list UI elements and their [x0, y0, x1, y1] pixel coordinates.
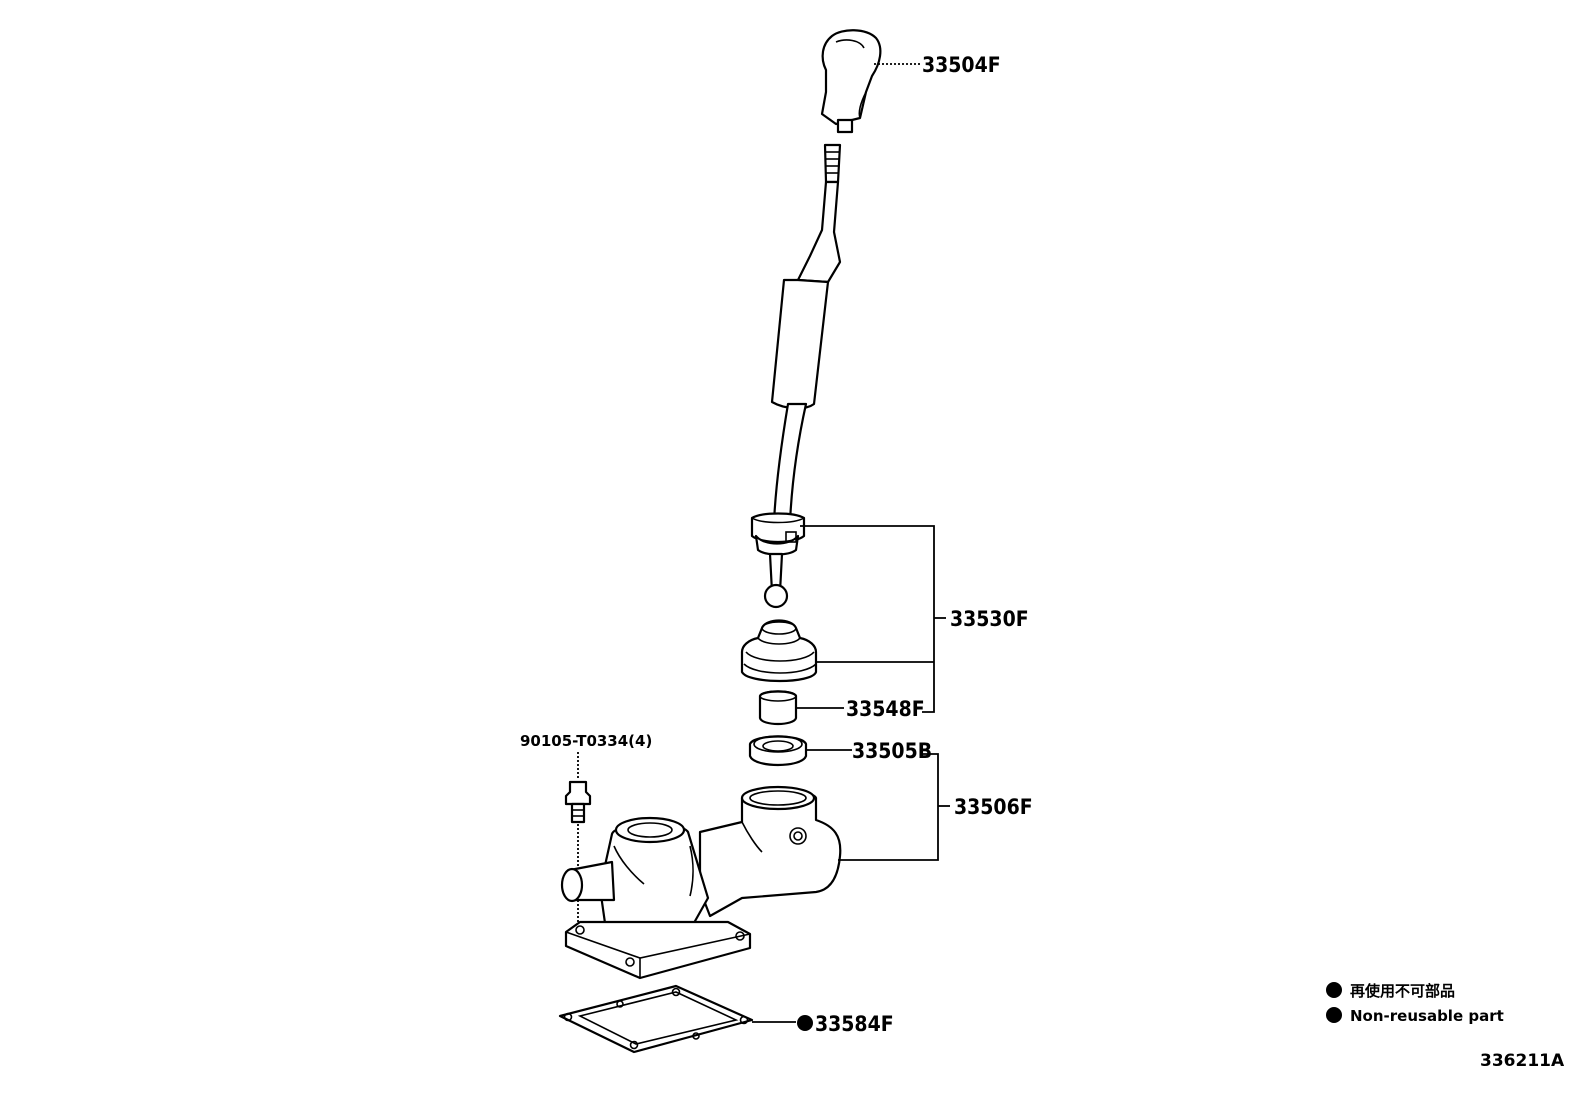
- label-lever-assy: 33530F: [950, 607, 1029, 631]
- label-bolt: 90105-T0334(4): [520, 732, 652, 750]
- legend: 再使用不可部品 Non-reusable part: [1326, 982, 1504, 1025]
- label-gasket: 33584F: [815, 1012, 894, 1036]
- bolt[interactable]: [564, 780, 592, 924]
- legend-text-jp: 再使用不可部品: [1350, 982, 1455, 1000]
- shift-knob[interactable]: [820, 29, 882, 134]
- shift-lever-retainer[interactable]: [560, 785, 842, 980]
- label-seal: 33505B: [852, 739, 932, 763]
- seal-ring[interactable]: [748, 735, 808, 766]
- legend-bullet-jp: [1326, 982, 1342, 998]
- non-reusable-marker: [797, 1015, 813, 1031]
- legend-bullet-en: [1326, 1007, 1342, 1023]
- leader-lines: [577, 63, 950, 1023]
- label-bushing: 33548F: [846, 697, 925, 721]
- shift-lever-boot[interactable]: [740, 619, 818, 683]
- label-knob: 33504F: [922, 53, 1001, 77]
- label-retainer-assy: 33506F: [954, 795, 1033, 819]
- gasket[interactable]: [558, 984, 754, 1054]
- figure-id: 336211A: [1480, 1051, 1565, 1071]
- bushing[interactable]: [758, 690, 798, 726]
- legend-text-en: Non-reusable part: [1350, 1007, 1504, 1025]
- shift-lever[interactable]: [750, 143, 842, 609]
